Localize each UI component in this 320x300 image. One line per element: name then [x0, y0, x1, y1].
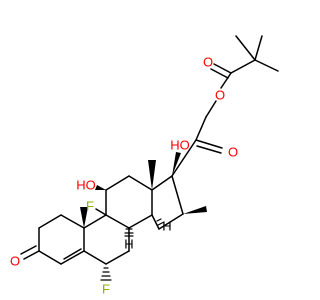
ester-carbonyl-oxygen-label: O: [203, 55, 213, 70]
ester-link-oxygen-label: O: [215, 88, 225, 103]
ring-d: [151, 175, 184, 230]
c14-h-hash: [156, 218, 165, 226]
side-ketone-oxygen-label: O: [228, 145, 238, 160]
c17-side-chain: [171, 35, 279, 177]
c13-methyl-wedge: [148, 160, 156, 190]
c17-oh-wedge: [172, 152, 181, 176]
ring-a: [38, 214, 85, 265]
c6-f-hash: [100, 267, 112, 281]
c14-hydrogen-label: H: [162, 219, 171, 234]
c16-methyl-wedge: [183, 206, 207, 214]
ring-c: [105, 175, 153, 229]
c3-ketone: [20, 245, 40, 260]
c8-h-hash: [124, 228, 134, 237]
ring-b: [83, 214, 130, 265]
c8-hydrogen-label: H: [124, 237, 133, 252]
c11-hydroxyl-label: HO: [76, 178, 96, 193]
c11-oh-wedge: [95, 185, 106, 190]
c3-ketone-oxygen-label: O: [10, 254, 20, 269]
molecule-structure-diagram: O O O HO HO F F O H H: [10, 35, 279, 297]
c17-hydroxyl-label: HO: [170, 138, 190, 153]
c6-fluorine-label: F: [102, 282, 110, 297]
c9-f-bond: [95, 208, 107, 216]
c10-methyl-wedge: [80, 207, 88, 228]
c9-fluorine-label: F: [86, 199, 94, 214]
